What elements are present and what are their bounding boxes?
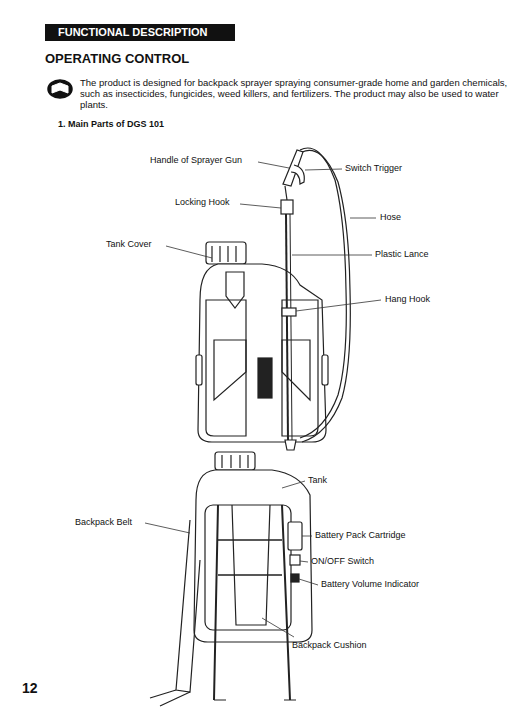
page-number: 12 xyxy=(22,680,38,696)
subheading: OPERATING CONTROL xyxy=(45,52,189,67)
part-label: Backpack Belt xyxy=(75,517,132,527)
front-tank xyxy=(196,242,328,442)
section-heading: FUNCTIONAL DESCRIPTION xyxy=(58,26,208,39)
part-label: Switch Trigger xyxy=(345,163,402,173)
part-label: Tank xyxy=(308,475,327,485)
part-label: Tank Cover xyxy=(106,239,152,249)
note-icon xyxy=(48,80,72,98)
header-band xyxy=(45,24,235,41)
back-tank xyxy=(150,452,312,706)
part-label: Battery Pack Cartridge xyxy=(315,530,406,540)
leader-lines xyxy=(145,162,381,637)
part-label: ON/OFF Switch xyxy=(311,556,374,566)
list-heading: 1. Main Parts of DGS 101 xyxy=(58,119,164,129)
intro-paragraph: The product is designed for backpack spr… xyxy=(80,78,518,111)
part-label: Locking Hook xyxy=(175,197,230,207)
sprayer-gun xyxy=(281,148,350,450)
part-label: Hang Hook xyxy=(385,294,430,304)
part-label: Hose xyxy=(380,212,401,222)
part-label: Handle of Sprayer Gun xyxy=(150,155,242,165)
part-label: Backpack Cushion xyxy=(292,640,367,650)
part-label: Battery Volume Indicator xyxy=(321,579,419,589)
part-label: Plastic Lance xyxy=(375,249,429,259)
